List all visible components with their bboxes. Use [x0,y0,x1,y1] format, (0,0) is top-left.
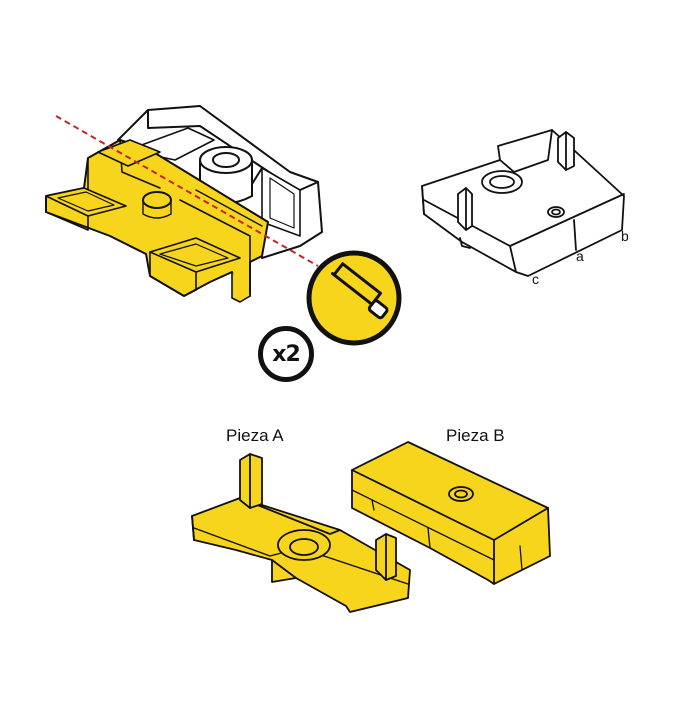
pieza-a-part [191,453,411,613]
label-pieza-a: Pieza A [226,426,284,445]
original-part [45,105,323,303]
hacksaw-icon [306,250,402,346]
pieza-b-part [351,441,551,585]
side-label-b: b [621,228,629,244]
cut-line [55,115,319,267]
side-label-c: c [532,271,539,287]
label-pieza-b: Pieza B [446,426,505,445]
reference-part [421,129,625,277]
quantity-badge: x2 [258,326,314,382]
side-label-a: a [576,248,584,264]
